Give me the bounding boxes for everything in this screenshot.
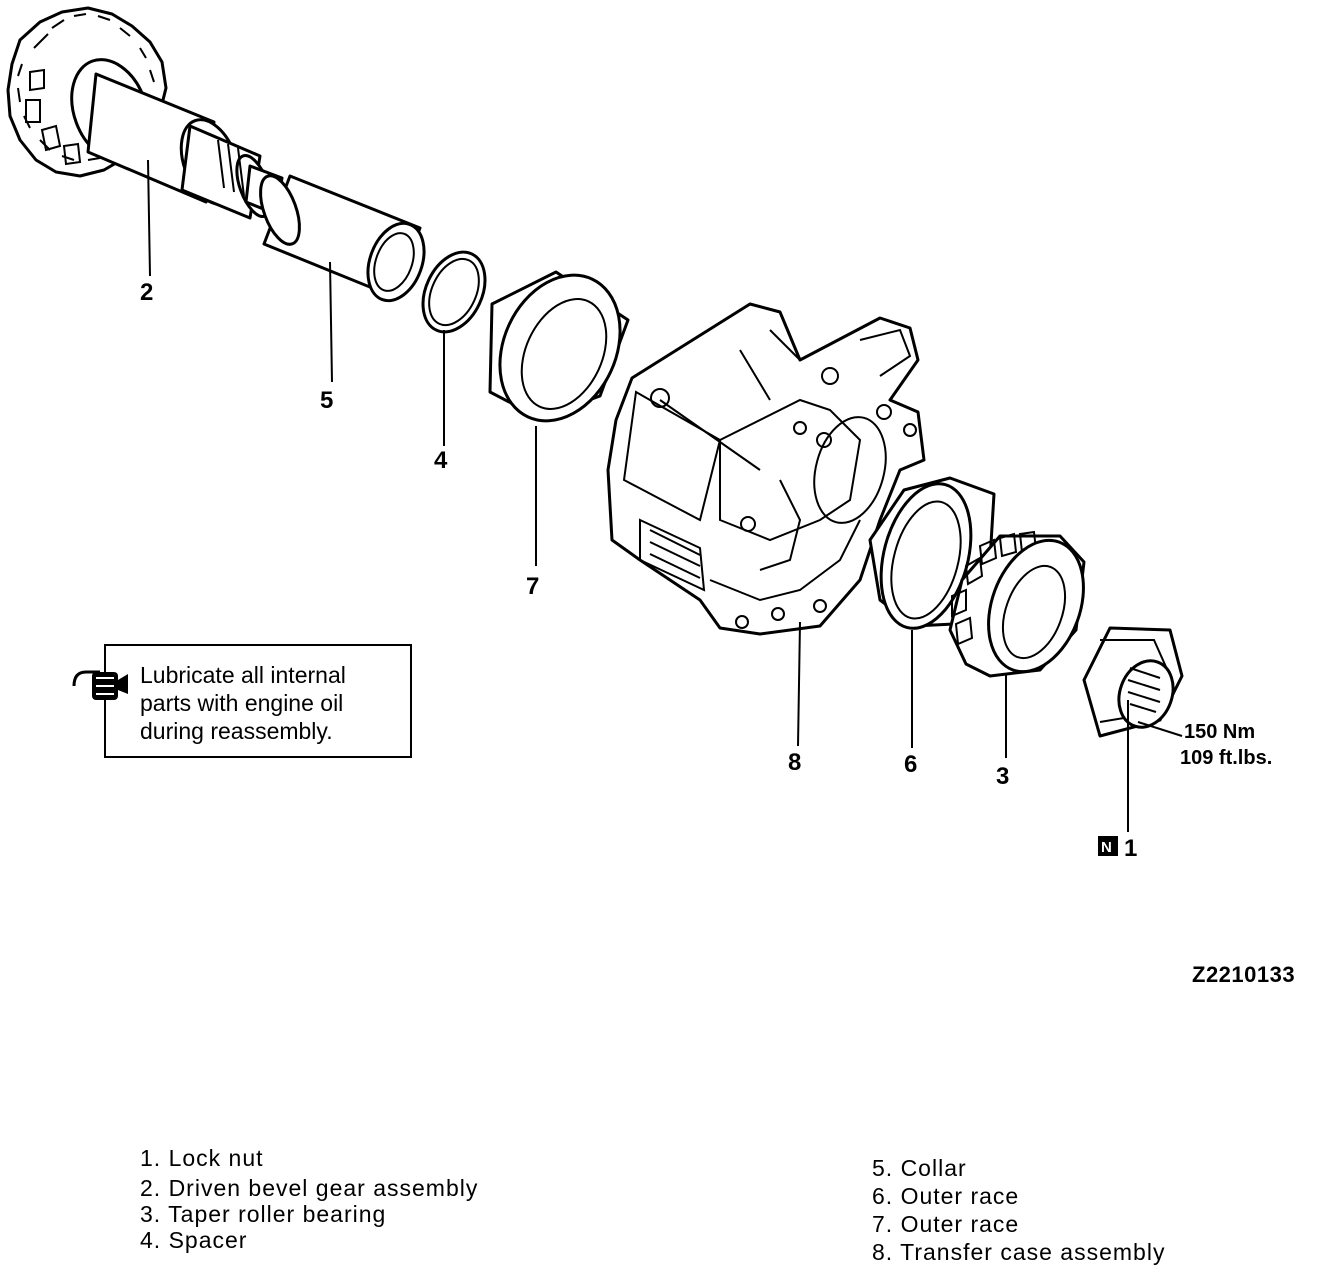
note-box — [104, 644, 412, 758]
callout-4: 4 — [434, 447, 448, 474]
parts-legend: 1. Lock nut 2. Driven bevel gear assembl… — [140, 1145, 1165, 1265]
leader-lines — [147, 159, 1183, 832]
lubrication-note: Lubricate all internal parts with engine… — [72, 644, 412, 758]
note-line-1: Lubricate all internal — [140, 662, 346, 688]
legend-item-6: 6. Outer race — [872, 1183, 1019, 1209]
callout-8: 8 — [788, 749, 801, 776]
taper-roller-bearing — [948, 530, 1086, 678]
legend-item-4: 4. Spacer — [140, 1227, 247, 1253]
callout-3: 3 — [996, 763, 1009, 790]
legend-item-8: 8. Transfer case assembly — [872, 1239, 1165, 1265]
new-part-badge — [1098, 836, 1118, 856]
callout-1: 1 — [1124, 835, 1137, 862]
note-line-3: during reassembly. — [140, 718, 333, 744]
transfer-case-assembly — [606, 302, 926, 636]
legend-item-5: 5. Collar — [872, 1155, 967, 1181]
spacer — [421, 250, 487, 334]
figure-id: Z2210133 — [1192, 962, 1295, 987]
torque-imperial: 109 ft.lbs. — [1180, 747, 1272, 769]
callout-5: 5 — [320, 387, 333, 414]
collar — [259, 174, 426, 303]
callout-7: 7 — [526, 573, 539, 600]
callout-6: 6 — [904, 751, 917, 778]
torque-metric: 150 Nm — [1184, 721, 1255, 743]
callout-2: 2 — [140, 279, 153, 306]
legend-item-3: 3. Taper roller bearing — [140, 1201, 386, 1227]
legend-item-1: 1. Lock nut — [140, 1145, 264, 1171]
new-part-badge-label: N — [1101, 839, 1112, 856]
oil-can-icon — [72, 670, 128, 700]
outer-race-7 — [488, 270, 630, 423]
legend-item-7: 7. Outer race — [872, 1211, 1019, 1237]
driven-bevel-gear-assembly — [6, 6, 284, 220]
note-line-2: parts with engine oil — [140, 690, 343, 716]
legend-item-2: 2. Driven bevel gear assembly — [140, 1175, 478, 1201]
lock-nut — [1082, 626, 1184, 738]
